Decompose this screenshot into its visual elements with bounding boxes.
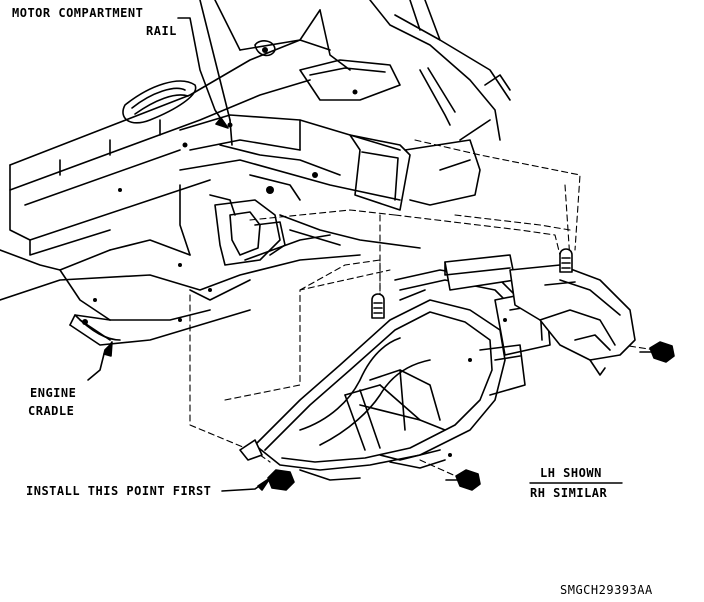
engine-cradle [0, 234, 361, 346]
motor-compartment-rail [9, 0, 511, 321]
bolt-lower [445, 469, 481, 491]
figure-id: SMGCH29393AA [560, 583, 653, 597]
lh-shown-label: LH SHOWN [540, 466, 602, 480]
bolt-right [639, 341, 675, 363]
bolts [267, 341, 675, 491]
leader-lines [87, 17, 271, 492]
bolt-first-point [267, 469, 295, 491]
alignment-lines [189, 139, 656, 479]
motor-compartment-label-line1: MOTOR COMPARTMENT [12, 6, 144, 20]
rh-similar-label: RH SIMILAR [530, 486, 608, 500]
engine-cradle-label-line2: CRADLE [28, 404, 75, 418]
splash-shield-assembly [239, 248, 636, 481]
motor-compartment-label-line2: RAIL [146, 24, 177, 38]
install-point-label: INSTALL THIS POINT FIRST [26, 484, 212, 498]
engine-cradle-label-line1: ENGINE [30, 386, 77, 400]
